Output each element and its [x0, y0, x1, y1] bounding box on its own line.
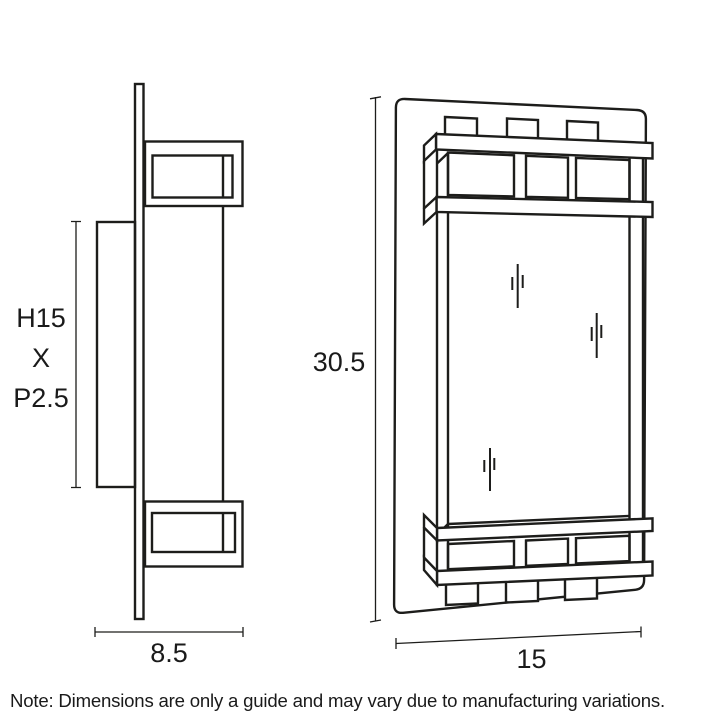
- side-bottom-bracket-outer: [143, 500, 244, 568]
- front-width-dimension-line: [395, 626, 642, 649]
- side-top-bracket-inner: [151, 154, 234, 199]
- front-glass-bottom-edge: [447, 514, 630, 526]
- glass-sparkle-2: [590, 313, 603, 358]
- side-wall-mount-box: [95, 220, 137, 489]
- side-back-plate: [133, 82, 145, 621]
- front-bottom-window-2: [524, 537, 570, 568]
- glass-sparkle-3: [483, 448, 496, 491]
- side-mount-dimension-label-line-1: H15: [16, 303, 66, 333]
- side-width-dimension-line: [94, 627, 244, 637]
- side-top-bracket-outer: [143, 140, 244, 208]
- dimension-annotations: H15 X P2.5 8.5 30.5 15: [13, 96, 642, 674]
- front-bottom-window-1: [446, 539, 516, 571]
- front-height-dimension-label: 30.5: [313, 347, 366, 377]
- front-top-window-3: [574, 156, 631, 201]
- side-mount-dimension-label-line-2: X: [32, 343, 50, 373]
- front-height-dimension-line: [369, 96, 382, 623]
- front-top-window-1: [446, 151, 516, 198]
- front-top-tab-3: [565, 119, 600, 143]
- front-top-tab-2: [505, 117, 540, 141]
- front-back-plate: [392, 97, 648, 615]
- side-mount-dimension-line: [71, 220, 81, 489]
- side-bottom-bracket-inner: [150, 511, 237, 554]
- front-width-dimension-label: 15: [516, 644, 546, 674]
- front-top-window-2: [524, 154, 570, 200]
- side-mount-dimension-label-line-3: P2.5: [13, 383, 69, 413]
- side-view: [95, 82, 244, 621]
- front-view: [392, 97, 654, 615]
- side-width-dimension-label: 8.5: [150, 638, 188, 668]
- front-bottom-window-3: [574, 534, 631, 565]
- front-bottom-rail-lower-end-cap: [422, 554, 439, 589]
- glass-sparkle-1: [511, 264, 524, 308]
- manufacturing-note: Note: Dimensions are only a guide and ma…: [10, 690, 665, 711]
- front-top-rail-lower-end-cap: [422, 194, 438, 227]
